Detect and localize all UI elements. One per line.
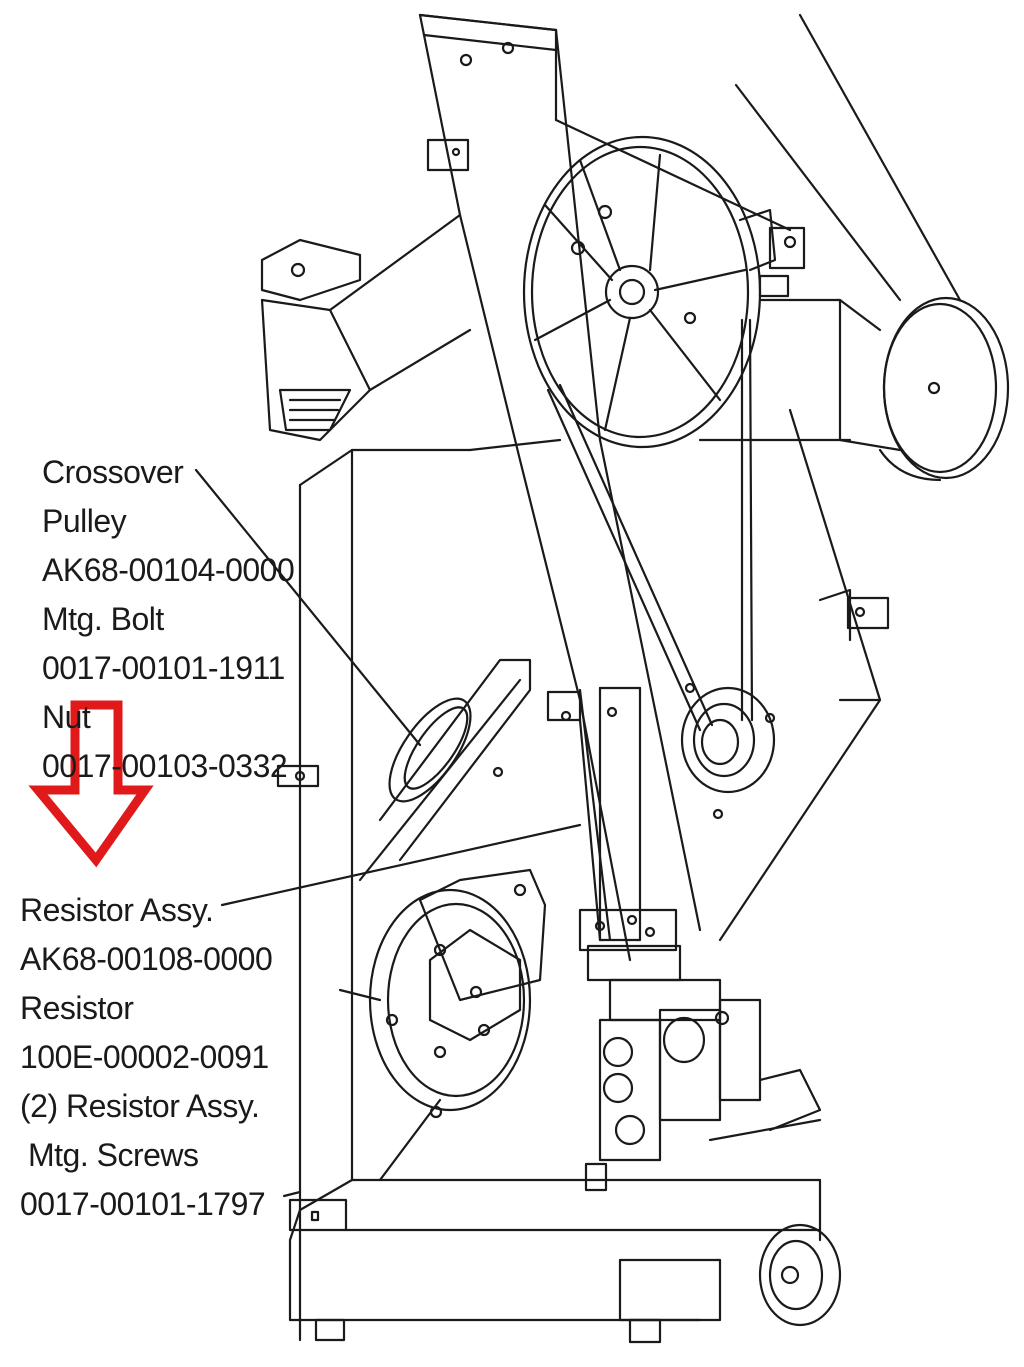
crossover-pulley <box>358 658 532 882</box>
crossover-pulley-callout: Crossover Pulley AK68-00104-0000 Mtg. Bo… <box>42 448 295 791</box>
callout-line: Mtg. Screws <box>28 1137 199 1173</box>
callout-line: 100E-00002-0091 <box>20 1039 269 1075</box>
machine-base <box>276 764 842 1344</box>
callout-line: Resistor <box>20 990 134 1026</box>
resistor-assembly <box>338 868 822 1192</box>
callout-line: Nut <box>42 699 91 735</box>
idler-wheel <box>734 13 1010 482</box>
callout-line: Pulley <box>42 503 127 539</box>
drive-belt <box>546 318 754 732</box>
upper-left-bracket <box>260 213 472 442</box>
large-pulley <box>522 135 806 449</box>
callout-line: 0017-00101-1797 <box>20 1186 266 1222</box>
callout-line: AK68-00108-0000 <box>20 941 273 977</box>
small-pulley <box>680 588 890 820</box>
machine-frame <box>298 298 902 1342</box>
resistor-assembly-callout: Resistor Assy. AK68-00108-0000 Resistor … <box>20 886 273 1229</box>
callout-line: Resistor Assy. <box>20 892 214 928</box>
callout-line: Mtg. Bolt <box>42 601 164 637</box>
callout-line: 0017-00103-0332 <box>42 748 288 784</box>
red-arrow-icon <box>28 700 154 868</box>
guide-rails <box>546 686 642 942</box>
upright-column <box>418 13 792 962</box>
callout-line: (2) Resistor Assy. <box>20 1088 260 1124</box>
callout-line: Crossover <box>42 454 184 490</box>
callout-leaders <box>194 468 582 1198</box>
callout-line: 0017-00101-1911 <box>42 650 285 686</box>
callout-line: AK68-00104-0000 <box>42 552 295 588</box>
